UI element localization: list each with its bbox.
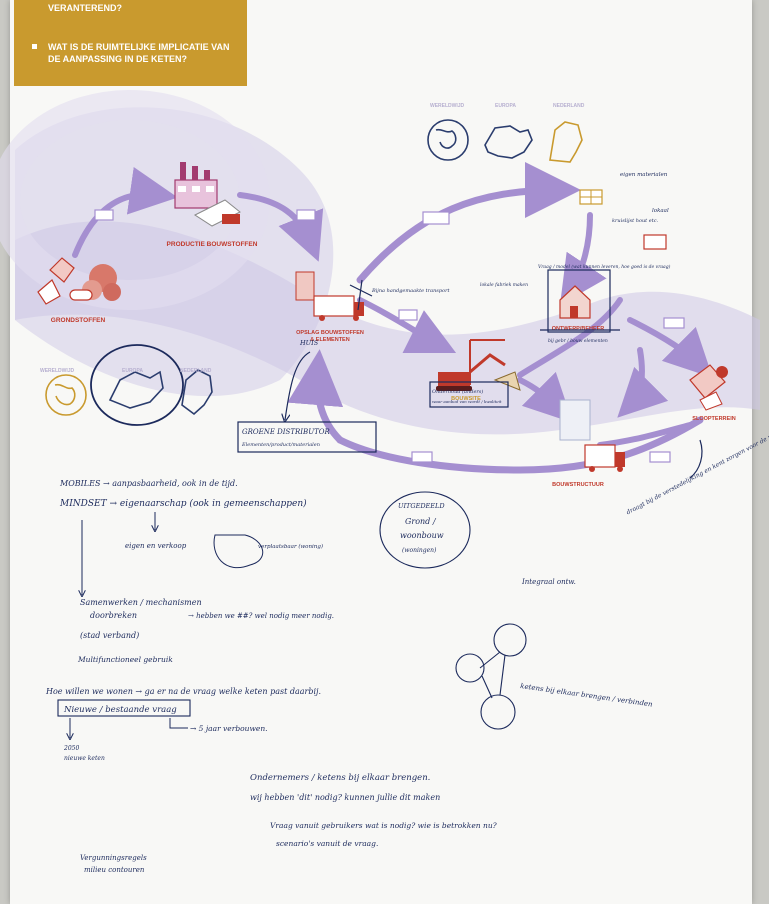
hw-kruislijst: kruislijst hout etc.: [612, 218, 659, 224]
hw-eigen: eigen en verkoop: [125, 542, 187, 550]
hw-samenwerken-1: Samenwerken / mechanismen: [80, 598, 202, 607]
node-label-sloop: SLOOPTERREIN: [692, 416, 735, 422]
hw-uitgedeeld-3: woonbouw: [400, 531, 444, 540]
hw-nieuwe-box: [57, 699, 191, 717]
world-globe-icon-left: [45, 374, 87, 416]
hw-ondernemers: Ondernemers / ketens bij elkaar brengen.: [250, 773, 430, 783]
hw-lokaal: lokaal: [652, 208, 669, 214]
truck-icon-2: [422, 211, 450, 225]
node-label-ontwerp: ONTWERP/BEHEER: [552, 326, 605, 332]
transport-icons: [94, 209, 685, 463]
hw-network-sketch: [455, 623, 527, 730]
vraag-box: [429, 381, 509, 408]
node-label-constructie: BOUWSTRUCTUUR: [552, 482, 604, 488]
hw-2050: 2050: [63, 745, 79, 752]
storage-truck-icon: [295, 271, 364, 321]
hw-distributor-2: Elementen/product/materialen: [241, 442, 320, 448]
recycling-truck-icon: [559, 399, 625, 472]
hw-hebben: → hebben we ##? wel nodig meer nodig.: [188, 612, 334, 620]
demolition-icon: [689, 364, 728, 411]
hw-samenwerken-2: doorbreken: [90, 611, 137, 620]
hw-jaar: → 5 jaar verbouwen.: [190, 724, 268, 733]
hw-house-sketch: [213, 534, 263, 569]
scale-label-nl: NEDERLAND: [553, 103, 585, 109]
scale-label-nl-left: NEDERLAND: [180, 368, 212, 374]
house-design-icon: [547, 269, 611, 333]
europe-map-icon-left: [108, 370, 164, 409]
hw-mobiel: MOBILES → aanpasbaarheid, ook in de tijd…: [59, 479, 238, 488]
scale-label-europe-left: EUROPA: [122, 368, 143, 374]
hw-vraag: Vraag vanuit gebruikers wat is nodig? wi…: [270, 821, 498, 830]
node-label-opslag-1: OPSLAG BOUWSTOFFEN: [296, 330, 364, 336]
hw-hoe: Hoe willen we wonen → ga er na de vraag …: [45, 687, 321, 696]
hw-verplaatsbaar: verplaatsbaar (woning): [258, 543, 323, 550]
truck-icon-3: [398, 309, 418, 321]
europe-circle-ink: [90, 344, 184, 426]
hw-materialen: eigen materialen: [620, 172, 668, 178]
hw-circle: [379, 491, 471, 569]
globe-group-left: [45, 344, 213, 426]
solar-panel-icon: [579, 189, 667, 250]
world-globe-icon: [427, 119, 469, 161]
hw-nieuwe: Nieuwe / bestaande vraag: [63, 705, 177, 715]
node-label-grondstoffen: GRONDSTOFFEN: [51, 317, 106, 324]
hw-multi: Multifunctioneel gebruik: [77, 655, 173, 664]
truck-icon-4: [663, 317, 685, 329]
hw-integraal: Integraal ontw.: [521, 578, 576, 586]
ink-diagram-notes: [237, 279, 703, 479]
hw-uitgedeeld-4: (woningen): [402, 547, 437, 554]
flow-arrows: [72, 162, 713, 474]
scale-label-world: WERELDWIJD: [430, 103, 465, 109]
hw-fijne: Bijna handgemaakte transport: [371, 288, 450, 294]
question-header-box: VERANTEREND? WAT IS DE RUIMTELIJKE IMPLI…: [14, 0, 247, 86]
hw-uitgedeeld-2: Grond /: [405, 517, 437, 526]
hw-uitgedeeld-1: UITGEDEELD: [398, 502, 445, 510]
europe-map-icon: [484, 125, 533, 159]
truck-icon-6: [649, 451, 671, 463]
hw-ketens: ketens bij elkaar brengen / verbinden: [520, 682, 654, 709]
hw-lokale-fab: lokale fabriek maken: [480, 282, 528, 288]
ship-icon: [296, 209, 316, 221]
hw-onderhoud: Onderhoud (anders): [432, 388, 483, 395]
hw-stadsverband: (stad verband): [80, 631, 139, 640]
globe-group-top: [427, 119, 583, 163]
header-question-line1: WAT IS DE RUIMTELIJKE IMPLICATIE VAN: [48, 42, 230, 52]
node-label-bouwplaats: BOUWSITE: [451, 396, 481, 402]
hw-distributor-1: GROENE DISTRIBUTOR: [242, 428, 330, 436]
hw-wij-hebben: wij hebben 'dit' nodig? kunnen jullie di…: [250, 793, 440, 802]
hw-bij-gebr: bij gebr / bouw elementen: [548, 338, 608, 344]
factory-icon: [174, 162, 241, 227]
header-question-line2: DE AANPASSING IN DE KETEN?: [48, 54, 188, 64]
node-label-opslag-2: & ELEMENTEN: [310, 337, 349, 343]
truck-icon-5: [411, 451, 433, 463]
hw-nieuwe-keten: nieuwe keten: [64, 755, 105, 762]
truck-icon: [94, 209, 114, 221]
hw-huis: HUIS: [299, 339, 319, 347]
hw-scenario: scenario's vanuit de vraag.: [276, 839, 378, 848]
distributor-box: [237, 421, 377, 453]
bullet-icon: [32, 44, 37, 49]
hw-vergunning-1: Vergunningsregels: [80, 854, 147, 862]
raw-materials-icon: [37, 257, 121, 305]
hw-waar-aanbod: waar aanbod van wordt / kwaliteit: [432, 399, 502, 404]
scale-label-europe: EUROPA: [495, 103, 516, 109]
hw-vergunning-2: milieu contouren: [84, 866, 145, 874]
header-partial-line: VERANTEREND?: [48, 3, 123, 13]
hw-mindset: MINDSET → eigenaarschap (ook in gemeensc…: [59, 498, 307, 509]
netherlands-map-icon: [549, 121, 583, 163]
netherlands-map-icon-left: [181, 369, 213, 416]
hw-vraag-keten: Vraag / model (wat kunnen leveren, hoe g…: [538, 263, 671, 270]
scale-label-world-left: WERELDWIJD: [40, 368, 75, 374]
node-label-productie: PRODUCTIE BOUWSTOFFEN: [167, 241, 258, 248]
